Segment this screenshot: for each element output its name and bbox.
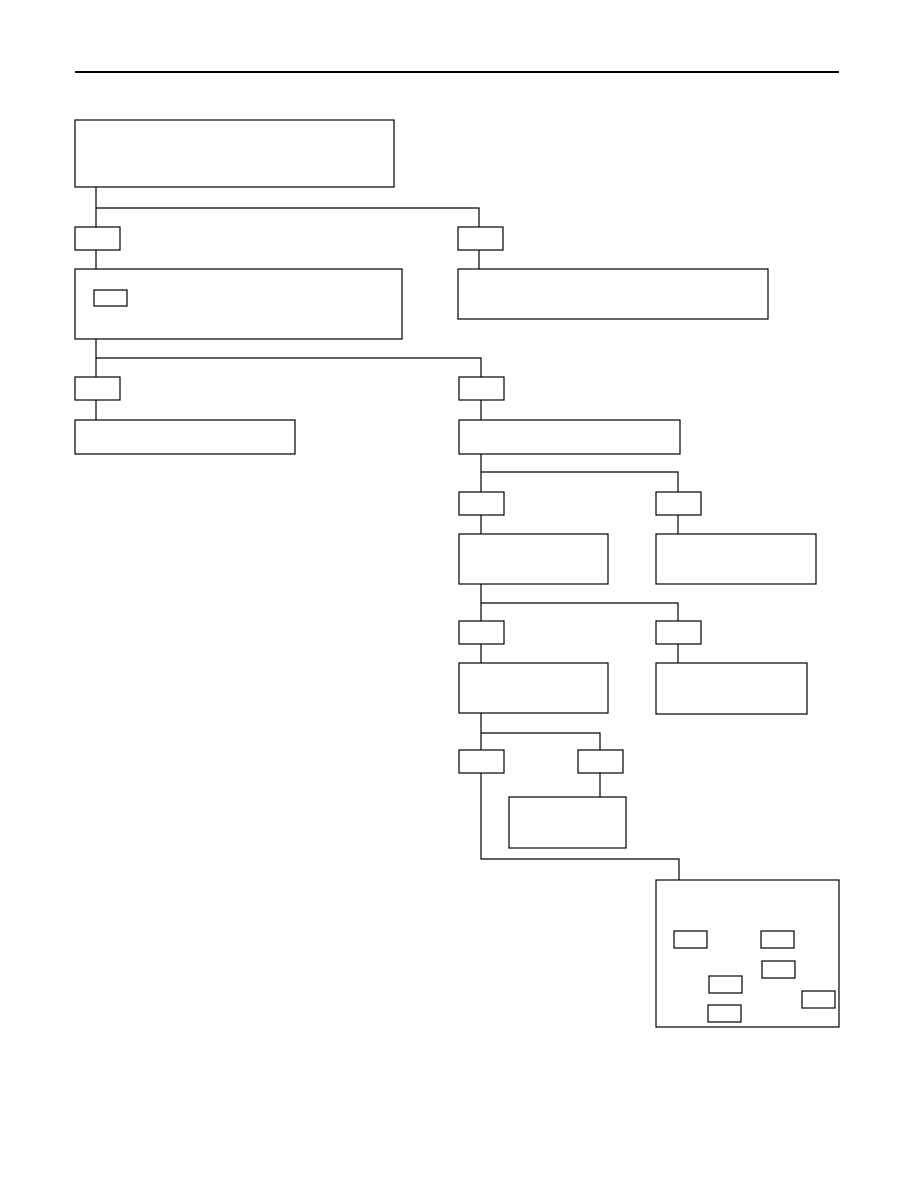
step-box-8-left — [458, 662, 609, 714]
final-inline-label-1 — [673, 930, 708, 949]
result-box-10-right — [508, 796, 627, 849]
final-inline-label-2 — [760, 930, 795, 949]
decision-label-7-right — [655, 620, 702, 645]
connector-start-split — [95, 187, 480, 227]
decision-label-1-left — [74, 226, 121, 251]
decision-label-1-right — [457, 226, 504, 251]
connector-8-split — [480, 713, 601, 750]
decision-label-7-left — [458, 620, 505, 645]
start-box — [74, 119, 395, 188]
connector-4-split — [480, 454, 679, 492]
step-box-6-left — [458, 533, 609, 585]
connector-6-split — [480, 584, 679, 621]
decision-label-3-right — [458, 376, 505, 401]
result-box-4-left — [74, 419, 296, 455]
decision-label-5-left — [458, 491, 505, 516]
inline-label-box — [93, 289, 128, 307]
result-box-6-right — [655, 533, 817, 585]
final-inline-label-4 — [708, 975, 743, 994]
step-box-4-right — [458, 419, 681, 455]
decision-label-5-right — [655, 491, 702, 516]
result-box-8-right — [655, 662, 808, 715]
decision-label-9-right — [577, 749, 624, 774]
decision-label-3-left — [74, 376, 121, 401]
step-box-2-left — [74, 268, 403, 340]
connector-9-left-long — [480, 773, 680, 880]
connector-2-split — [95, 339, 482, 377]
result-box-2-right — [457, 268, 769, 320]
decision-label-9-left — [458, 749, 505, 774]
final-inline-label-3 — [761, 960, 796, 979]
final-inline-label-5 — [801, 990, 836, 1009]
final-inline-label-6 — [707, 1004, 742, 1023]
